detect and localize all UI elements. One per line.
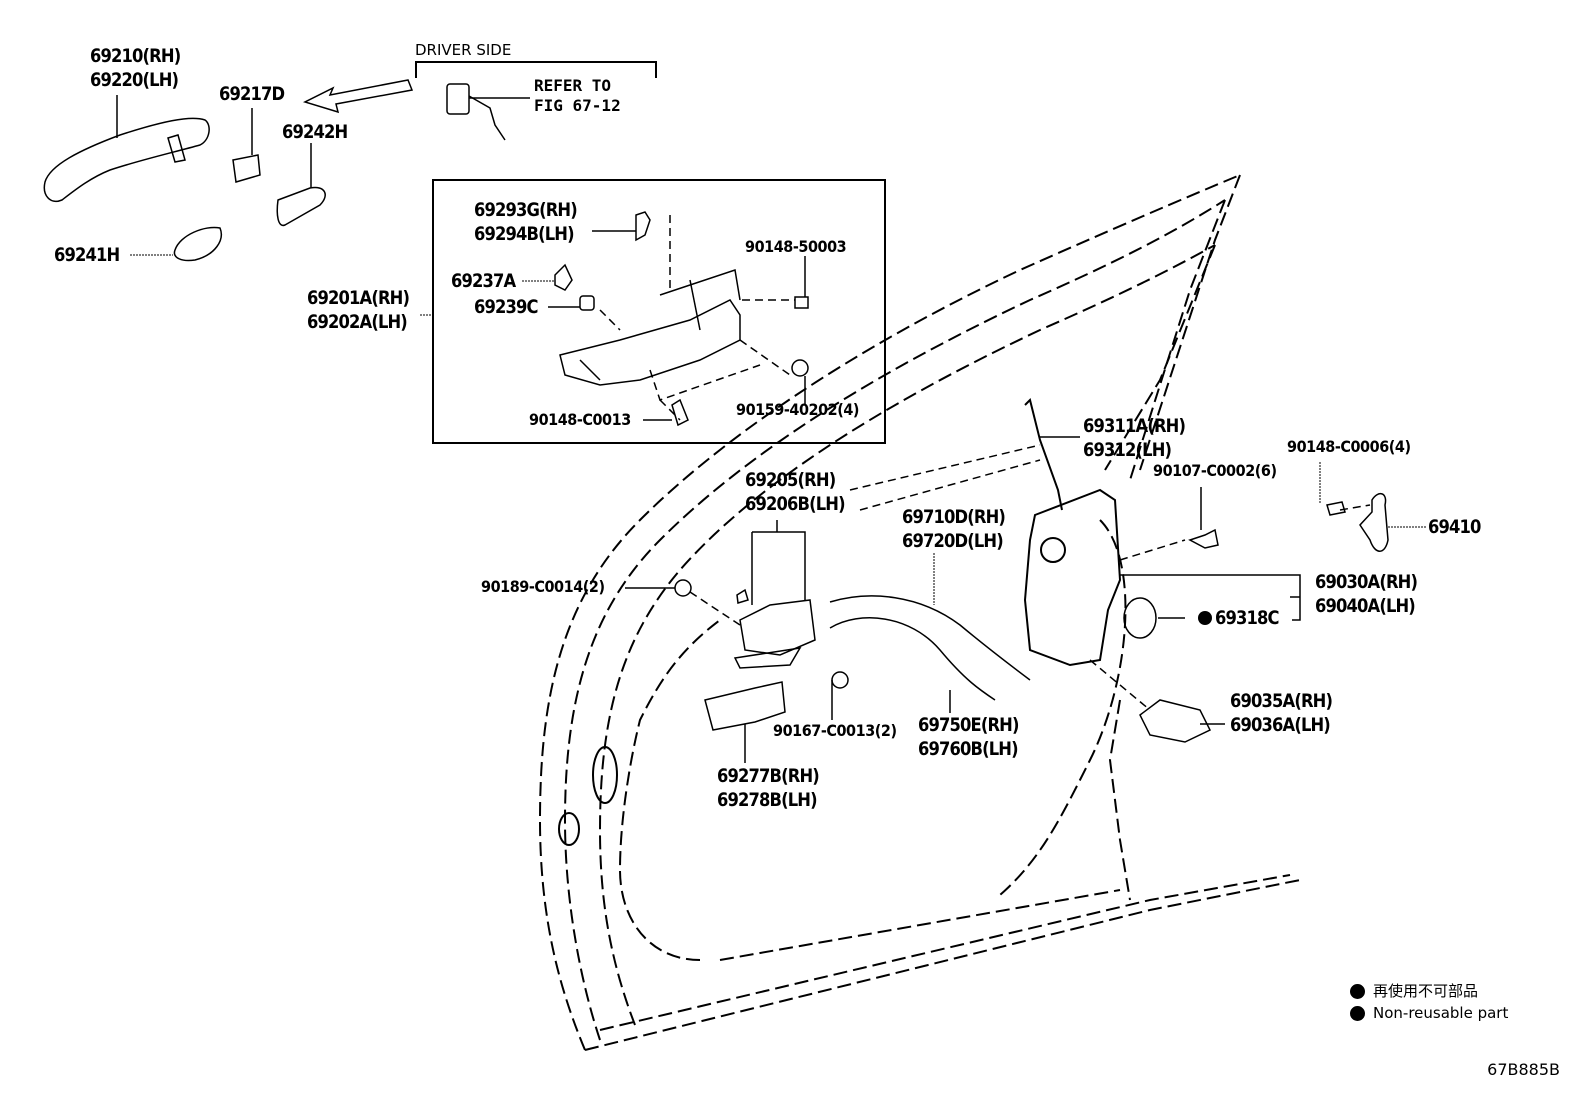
bolt-40202-icon	[791, 359, 809, 377]
part-label-69035A[interactable]: 69035A(RH) 69036A(LH)	[1230, 690, 1333, 736]
part-label-69311A[interactable]: 69311A(RH) 69312(LH)	[1083, 415, 1186, 461]
part-label-69750E[interactable]: 69750E(RH) 69760B(LH)	[918, 714, 1019, 760]
part-label-90189-C0014[interactable]: 90189-C0014(2)	[481, 577, 605, 596]
lock-cylinder-icon	[446, 83, 530, 141]
legend: 再使用不可部品 Non-reusable part	[1350, 980, 1508, 1024]
door-frame-outline	[538, 174, 1301, 1051]
part-label-69318C[interactable]: 69318C	[1215, 607, 1280, 629]
part-label-69217D[interactable]: 69217D	[219, 83, 285, 105]
knob-cap-icon	[554, 263, 573, 291]
door-hole-upper	[592, 746, 618, 804]
part-label-69293G[interactable]: 69293G(RH) 69294B(LH)	[474, 199, 578, 245]
inside-handle-inset-box	[432, 179, 886, 444]
key-cover-icon	[232, 154, 261, 183]
lever-clip-icon	[635, 211, 651, 242]
filled-circle-icon	[1350, 983, 1365, 999]
refer-to-fig-note[interactable]: REFER TO FIG 67-12	[534, 76, 621, 115]
part-label-69242H[interactable]: 69242H	[282, 121, 348, 143]
handle-pad-rear-icon	[276, 186, 326, 227]
part-label-69030A[interactable]: 69030A(RH) 69040A(LH)	[1315, 571, 1418, 617]
lock-seal-ring-icon	[1123, 597, 1157, 639]
part-label-69201A[interactable]: 69201A(RH) 69202A(LH)	[307, 287, 410, 333]
lock-cover-icon	[1139, 699, 1212, 743]
inside-handle-lower-icon	[733, 599, 816, 669]
door-lock-assembly-icon	[1023, 488, 1301, 667]
non-reusable-marker-icon	[1198, 611, 1212, 625]
part-label-69710D[interactable]: 69710D(RH) 69720D(LH)	[902, 506, 1006, 552]
lock-rod-icon	[1024, 398, 1063, 511]
part-label-69205[interactable]: 69205(RH) 69206B(LH)	[745, 469, 846, 515]
part-label-90159-40202[interactable]: 90159-40202(4)	[736, 400, 860, 419]
part-label-90148-C0013[interactable]: 90148-C0013	[529, 410, 631, 429]
handle-bezel-icon	[704, 681, 786, 731]
part-label-69239C[interactable]: 69239C	[474, 296, 539, 318]
figure-code: 67B885B	[1487, 1060, 1560, 1079]
door-hole-lower	[558, 812, 580, 846]
outside-handle-icon	[43, 117, 210, 202]
screw-c0013-icon	[671, 398, 689, 427]
door-striker-icon	[1359, 493, 1389, 552]
part-label-69277B[interactable]: 69277B(RH) 69278B(LH)	[717, 765, 820, 811]
arrow-to-handle-icon	[302, 79, 414, 114]
driver-side-bracket	[415, 61, 657, 78]
screw-c0006-icon	[1326, 501, 1346, 516]
legend-item-jp: 再使用不可部品	[1350, 980, 1508, 1002]
part-label-69210[interactable]: 69210(RH) 69220(LH)	[90, 45, 181, 91]
screw-50003-icon	[794, 296, 809, 309]
lock-cable-lower-icon	[829, 617, 996, 701]
part-label-69241H[interactable]: 69241H	[54, 244, 120, 266]
part-label-90167-C0013[interactable]: 90167-C0013(2)	[773, 721, 897, 740]
clip-c0014-icon	[674, 579, 692, 597]
screw-c0002-icon	[1188, 528, 1219, 549]
inside-handle-frame-icon	[559, 269, 741, 386]
part-label-69410[interactable]: 69410	[1428, 516, 1481, 538]
part-label-90148-50003[interactable]: 90148-50003	[745, 237, 847, 256]
part-label-90107-C0002[interactable]: 90107-C0002(6)	[1153, 461, 1277, 480]
filled-circle-icon	[1350, 1005, 1365, 1021]
bushing-icon	[579, 295, 595, 311]
clip-icon	[736, 588, 749, 604]
handle-pad-front-icon	[173, 226, 222, 262]
part-label-90148-C0006[interactable]: 90148-C0006(4)	[1287, 437, 1411, 456]
legend-item-en: Non-reusable part	[1350, 1002, 1508, 1024]
bolt-c0013-icon	[831, 671, 849, 689]
part-label-69237A[interactable]: 69237A	[451, 270, 516, 292]
driver-side-note: DRIVER SIDE	[415, 41, 512, 59]
lock-cable-upper-icon	[829, 595, 1031, 681]
